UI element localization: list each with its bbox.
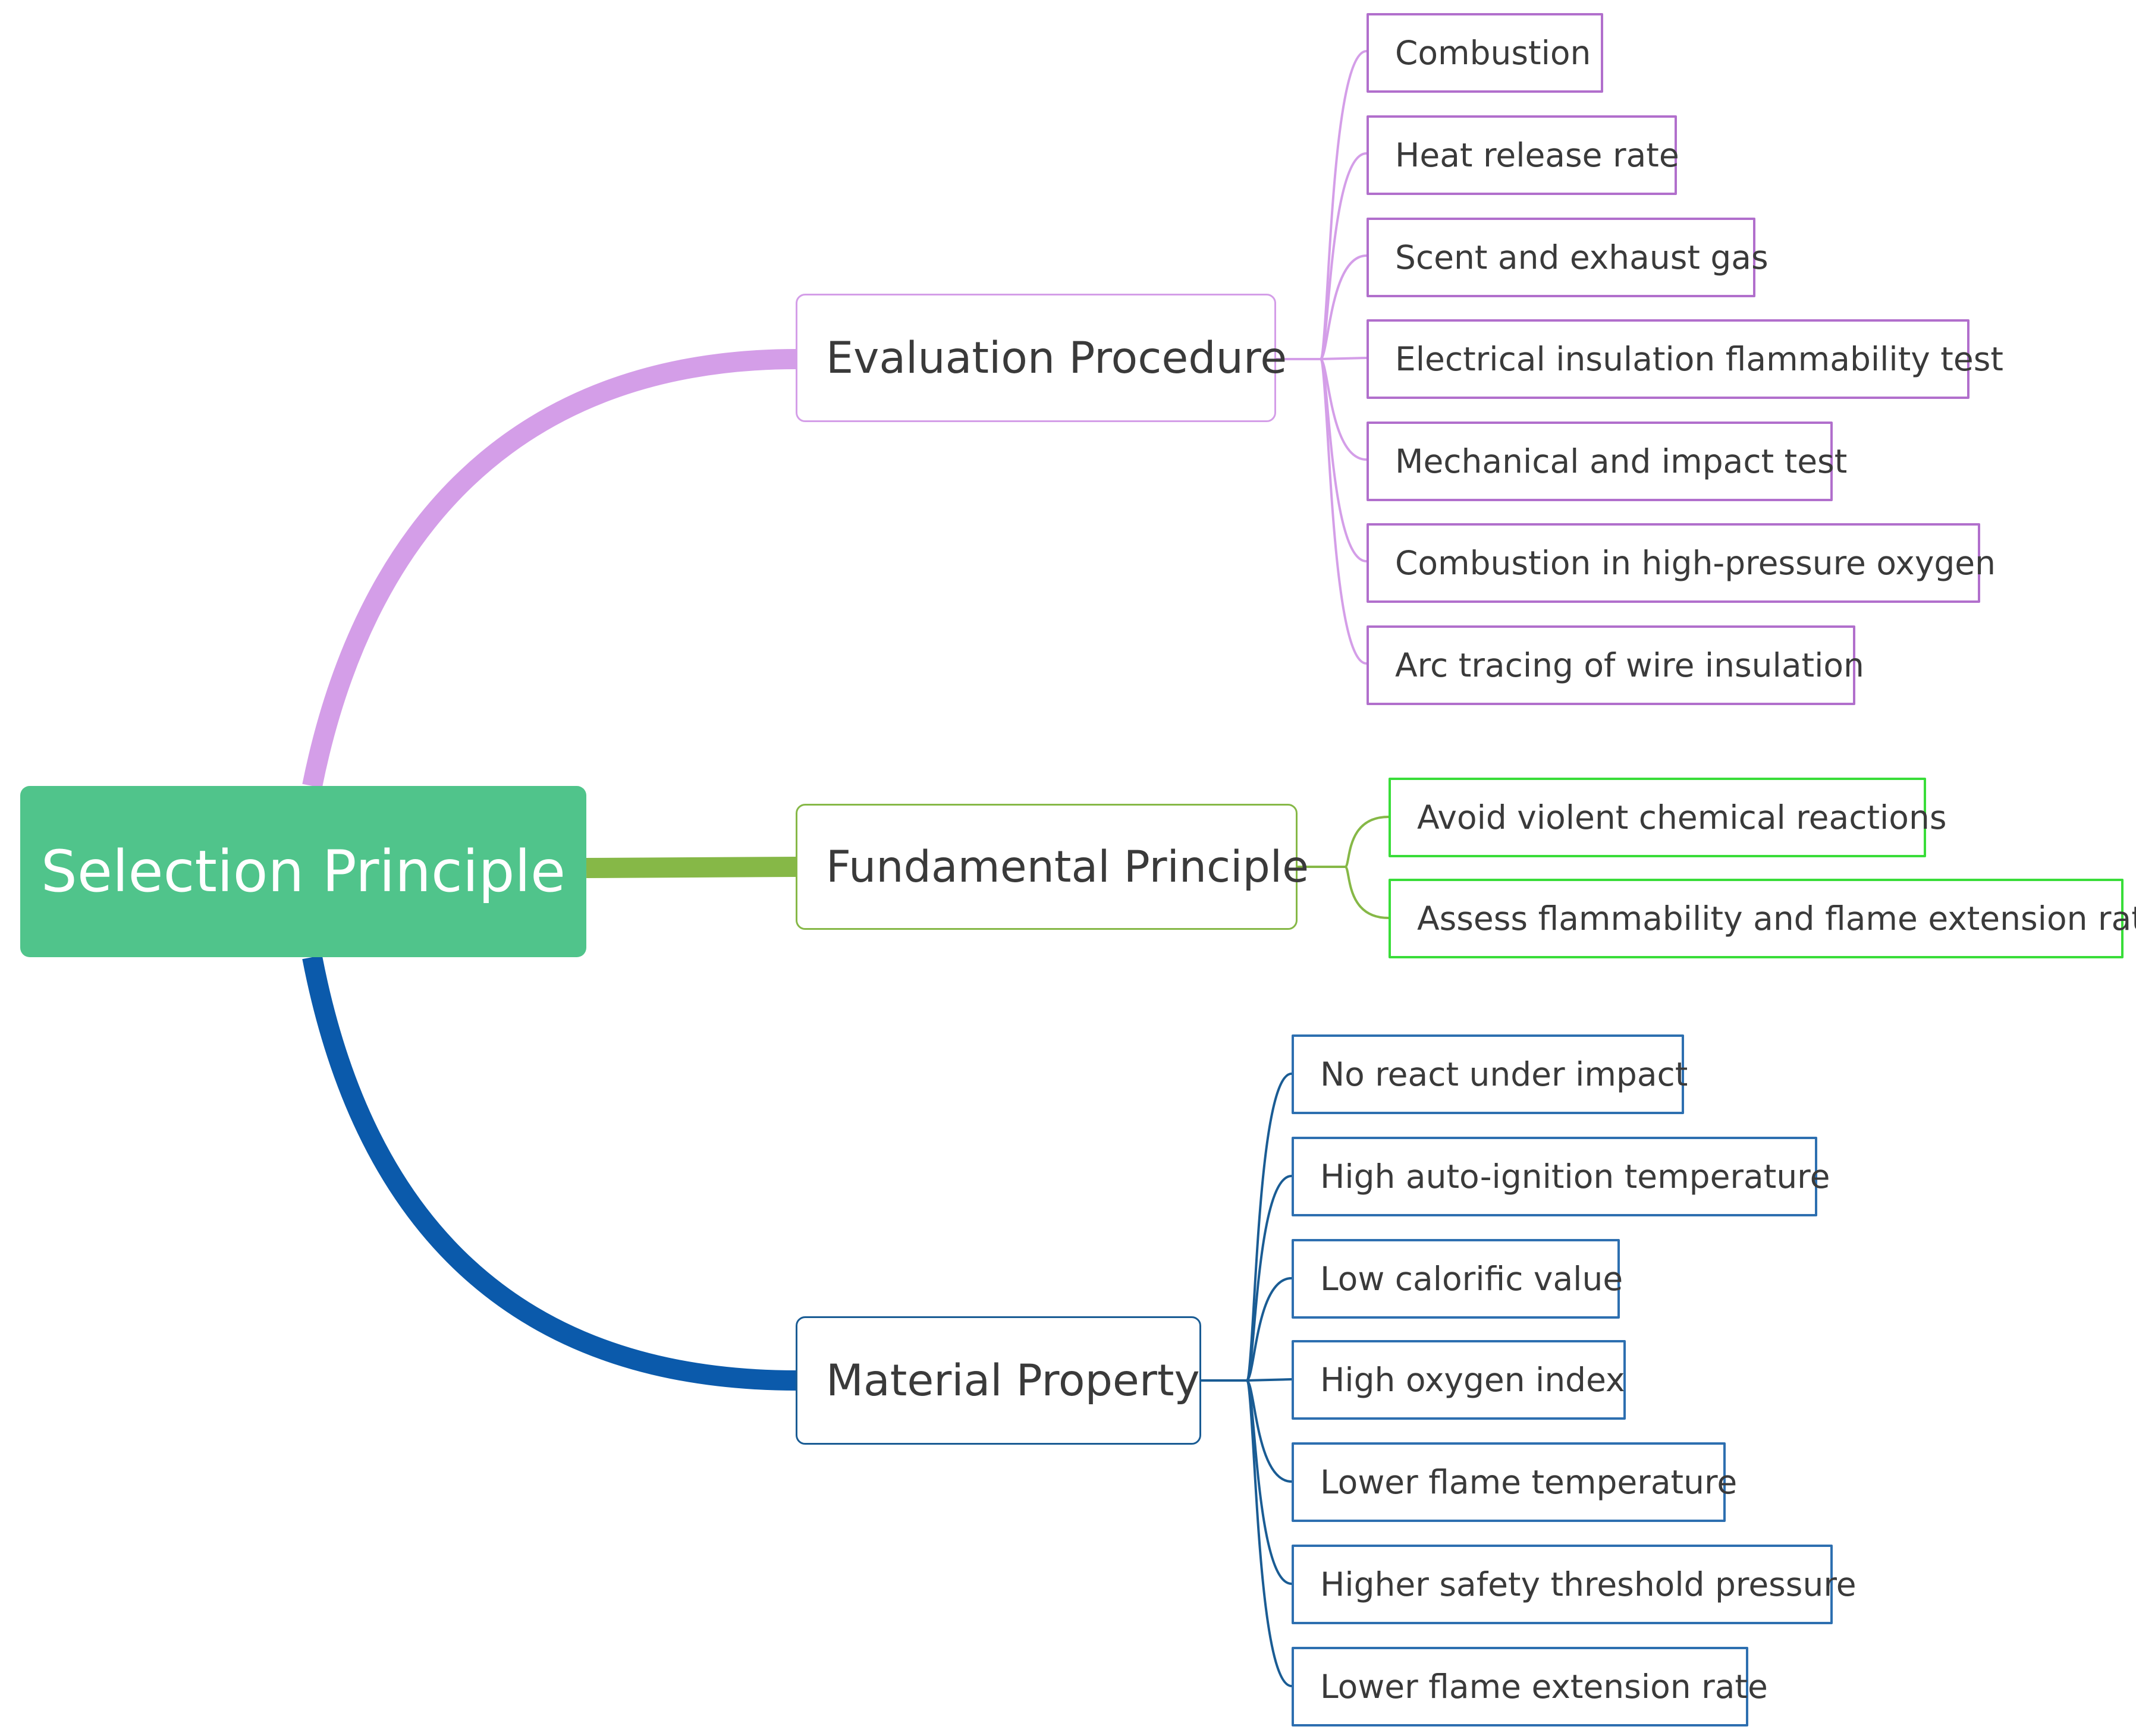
leaf-label: Avoid violent chemical reactions: [1417, 798, 1947, 836]
leaf-label: Mechanical and impact test: [1395, 442, 1848, 480]
branch-label: Material Property: [826, 1355, 1200, 1406]
connector-root-evaluation: [302, 349, 797, 788]
leaf-label: Combustion in high-pressure oxygen: [1395, 544, 1996, 582]
leaf-label: High oxygen index: [1320, 1361, 1625, 1399]
leaf-lower-flame-temperature[interactable]: Lower flame temperature: [1292, 1442, 1737, 1522]
leaf-label: Arc tracing of wire insulation: [1395, 646, 1864, 684]
leaf-label: Heat release rate: [1395, 136, 1679, 174]
leaf-high-oxygen-index[interactable]: High oxygen index: [1292, 1340, 1626, 1420]
leaf-label: Lower flame extension rate: [1320, 1668, 1768, 1706]
connectors-material: [1200, 1073, 1292, 1687]
connector-root-material: [302, 955, 797, 1391]
connectors-evaluation: [1276, 50, 1367, 665]
leaf-higher-safety-threshold-pressure[interactable]: Higher safety threshold pressure: [1292, 1545, 1857, 1624]
branch-evaluation-procedure[interactable]: Evaluation Procedure: [796, 294, 1287, 422]
leaf-heat-release-rate[interactable]: Heat release rate: [1367, 115, 1679, 195]
leaf-low-calorific-value[interactable]: Low calorific value: [1292, 1239, 1623, 1319]
leaf-arc-tracing-wire-insulation[interactable]: Arc tracing of wire insulation: [1367, 625, 1864, 705]
leaf-label: Combustion: [1395, 34, 1591, 72]
leaf-electrical-insulation-flammability-test[interactable]: Electrical insulation flammability test: [1367, 319, 2003, 399]
leaf-high-auto-ignition-temperature[interactable]: High auto-ignition temperature: [1292, 1137, 1830, 1216]
leaf-label: Low calorific value: [1320, 1260, 1623, 1298]
leaf-mechanical-impact-test[interactable]: Mechanical and impact test: [1367, 422, 1847, 501]
root-label: Selection Principle: [40, 838, 566, 905]
leaf-scent-exhaust-gas[interactable]: Scent and exhaust gas: [1367, 218, 1769, 297]
leaf-combustion[interactable]: Combustion: [1367, 13, 1603, 93]
leaf-combustion-high-pressure-oxygen[interactable]: Combustion in high-pressure oxygen: [1367, 523, 1996, 603]
leaf-label: No react under impact: [1320, 1055, 1688, 1093]
leaf-label: Scent and exhaust gas: [1395, 238, 1769, 276]
leaf-label: Lower flame temperature: [1320, 1463, 1738, 1501]
connector-root-fundamental: [586, 857, 797, 878]
root-node[interactable]: Selection Principle: [20, 786, 586, 957]
leaf-label: High auto-ignition temperature: [1320, 1158, 1830, 1196]
branch-label: Fundamental Principle: [826, 841, 1309, 892]
leaf-avoid-violent-chemical-reactions[interactable]: Avoid violent chemical reactions: [1389, 778, 1946, 857]
leaf-label: Electrical insulation flammability test: [1395, 340, 2003, 378]
connectors-fundamental: [1296, 816, 1389, 919]
branch-label: Evaluation Procedure: [826, 332, 1287, 383]
leaf-assess-flammability-flame-extension-rate[interactable]: Assess flammability and flame extension …: [1389, 879, 2136, 958]
leaf-label: Assess flammability and flame extension …: [1417, 900, 2136, 938]
leaf-label: Higher safety threshold pressure: [1320, 1565, 1857, 1603]
branch-fundamental-principle[interactable]: Fundamental Principle: [796, 804, 1309, 930]
leaf-lower-flame-extension-rate[interactable]: Lower flame extension rate: [1292, 1647, 1768, 1726]
leaf-no-react-under-impact[interactable]: No react under impact: [1292, 1034, 1688, 1114]
branch-material-property[interactable]: Material Property: [796, 1316, 1201, 1445]
